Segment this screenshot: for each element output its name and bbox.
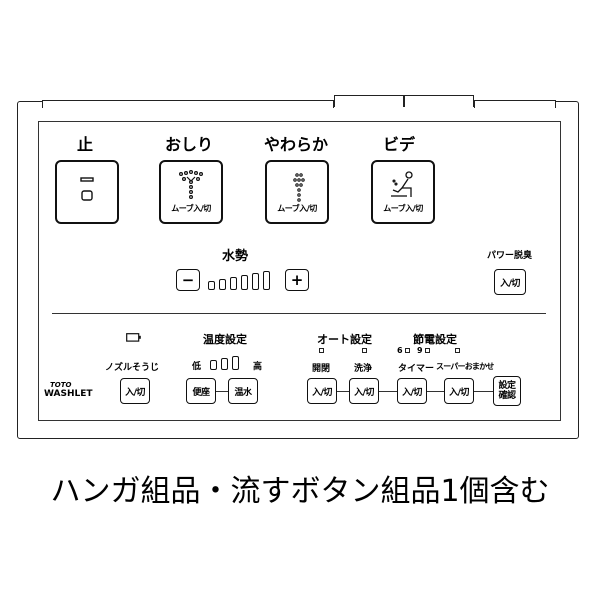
auto-flush-button[interactable]: 入/切 — [349, 378, 379, 404]
panel-top-edge — [42, 100, 334, 108]
stop-button[interactable] — [55, 160, 119, 224]
panel-tab-right — [404, 95, 474, 107]
energy-settings-label: 節電設定 — [413, 333, 457, 346]
bidet-button[interactable]: ムーブ入/切 — [371, 160, 435, 224]
seat-temp-button[interactable]: 便座 — [186, 378, 216, 404]
auto-open-close-button[interactable]: 入/切 — [307, 378, 337, 404]
indicator-lamp — [425, 348, 430, 353]
soft-label: やわらか — [264, 135, 329, 154]
bidet-move-caption: ムーブ入/切 — [383, 204, 423, 213]
super-auto-button[interactable]: 入/切 — [444, 378, 474, 404]
timer-button[interactable]: 入/切 — [397, 378, 427, 404]
indicator-lamp — [362, 348, 367, 353]
button-connector — [379, 391, 397, 392]
pressure-bar — [252, 273, 259, 290]
section-divider — [52, 313, 546, 314]
brand-washlet: WASHLET — [44, 389, 93, 399]
temp-bar — [210, 360, 217, 370]
pressure-minus-button[interactable]: − — [176, 269, 200, 291]
button-connector — [216, 391, 228, 392]
panel-top-edge-right — [474, 100, 556, 108]
rear-spray-icon — [178, 170, 204, 200]
temp-bar — [221, 358, 228, 370]
pressure-bar — [241, 275, 248, 290]
water-temp-button[interactable]: 温水 — [228, 378, 258, 404]
temp-high-label: 高 — [253, 362, 263, 372]
battery-icon — [126, 333, 141, 342]
brand-toto: TOTO — [50, 381, 72, 389]
pressure-bar — [230, 277, 237, 290]
open-close-label: 開閉 — [312, 364, 331, 374]
temp-bar — [232, 356, 239, 370]
nozzle-cleaning-button[interactable]: 入/切 — [120, 378, 150, 404]
flush-label: 洗浄 — [354, 364, 373, 374]
button-connector — [474, 391, 493, 392]
panel-tab-left — [334, 95, 404, 107]
button-connector — [337, 391, 349, 392]
rear-wash-button[interactable]: ムーブ入/切 — [159, 160, 223, 224]
super-auto-label: スーパーおまかせ — [436, 362, 494, 371]
stop-icon — [80, 177, 94, 201]
button-connector — [427, 391, 444, 392]
soft-wash-button[interactable]: ムーブ入/切 — [265, 160, 329, 224]
soft-spray-icon — [293, 173, 305, 202]
water-pressure-label: 水勢 — [222, 249, 249, 264]
temp-level-bars — [210, 356, 244, 370]
timer-label: タイマー — [398, 364, 435, 374]
pressure-bar — [208, 281, 215, 290]
remote-face — [38, 121, 561, 421]
rear-label: おしり — [165, 135, 214, 154]
settings-check-button[interactable]: 設定確認 — [493, 376, 521, 406]
timer-6-label: 6 — [397, 346, 403, 355]
temperature-label: 温度設定 — [203, 333, 247, 346]
pressure-bar — [219, 279, 226, 290]
pressure-bar — [263, 271, 270, 290]
power-deodorize-label: パワー脱臭 — [487, 251, 533, 261]
auto-settings-label: オート設定 — [317, 333, 372, 346]
indicator-lamp — [405, 348, 410, 353]
pressure-plus-button[interactable]: + — [285, 269, 309, 291]
indicator-lamp — [455, 348, 460, 353]
timer-9-label: 9 — [417, 346, 423, 355]
temp-low-label: 低 — [192, 362, 202, 372]
indicator-lamp — [319, 348, 324, 353]
bidet-label: ビデ — [383, 135, 416, 154]
product-note: ハンガ組品・流すボタン組品1個含む — [50, 474, 550, 509]
rear-move-caption: ムーブ入/切 — [171, 204, 211, 213]
power-deodorize-button[interactable]: 入/切 — [494, 269, 526, 295]
nozzle-cleaning-label: ノズルそうじ — [105, 363, 160, 373]
pressure-level-bars — [208, 268, 278, 290]
bidet-icon — [391, 171, 413, 197]
stop-label: 止 — [77, 135, 94, 154]
soft-move-caption: ムーブ入/切 — [277, 204, 317, 213]
